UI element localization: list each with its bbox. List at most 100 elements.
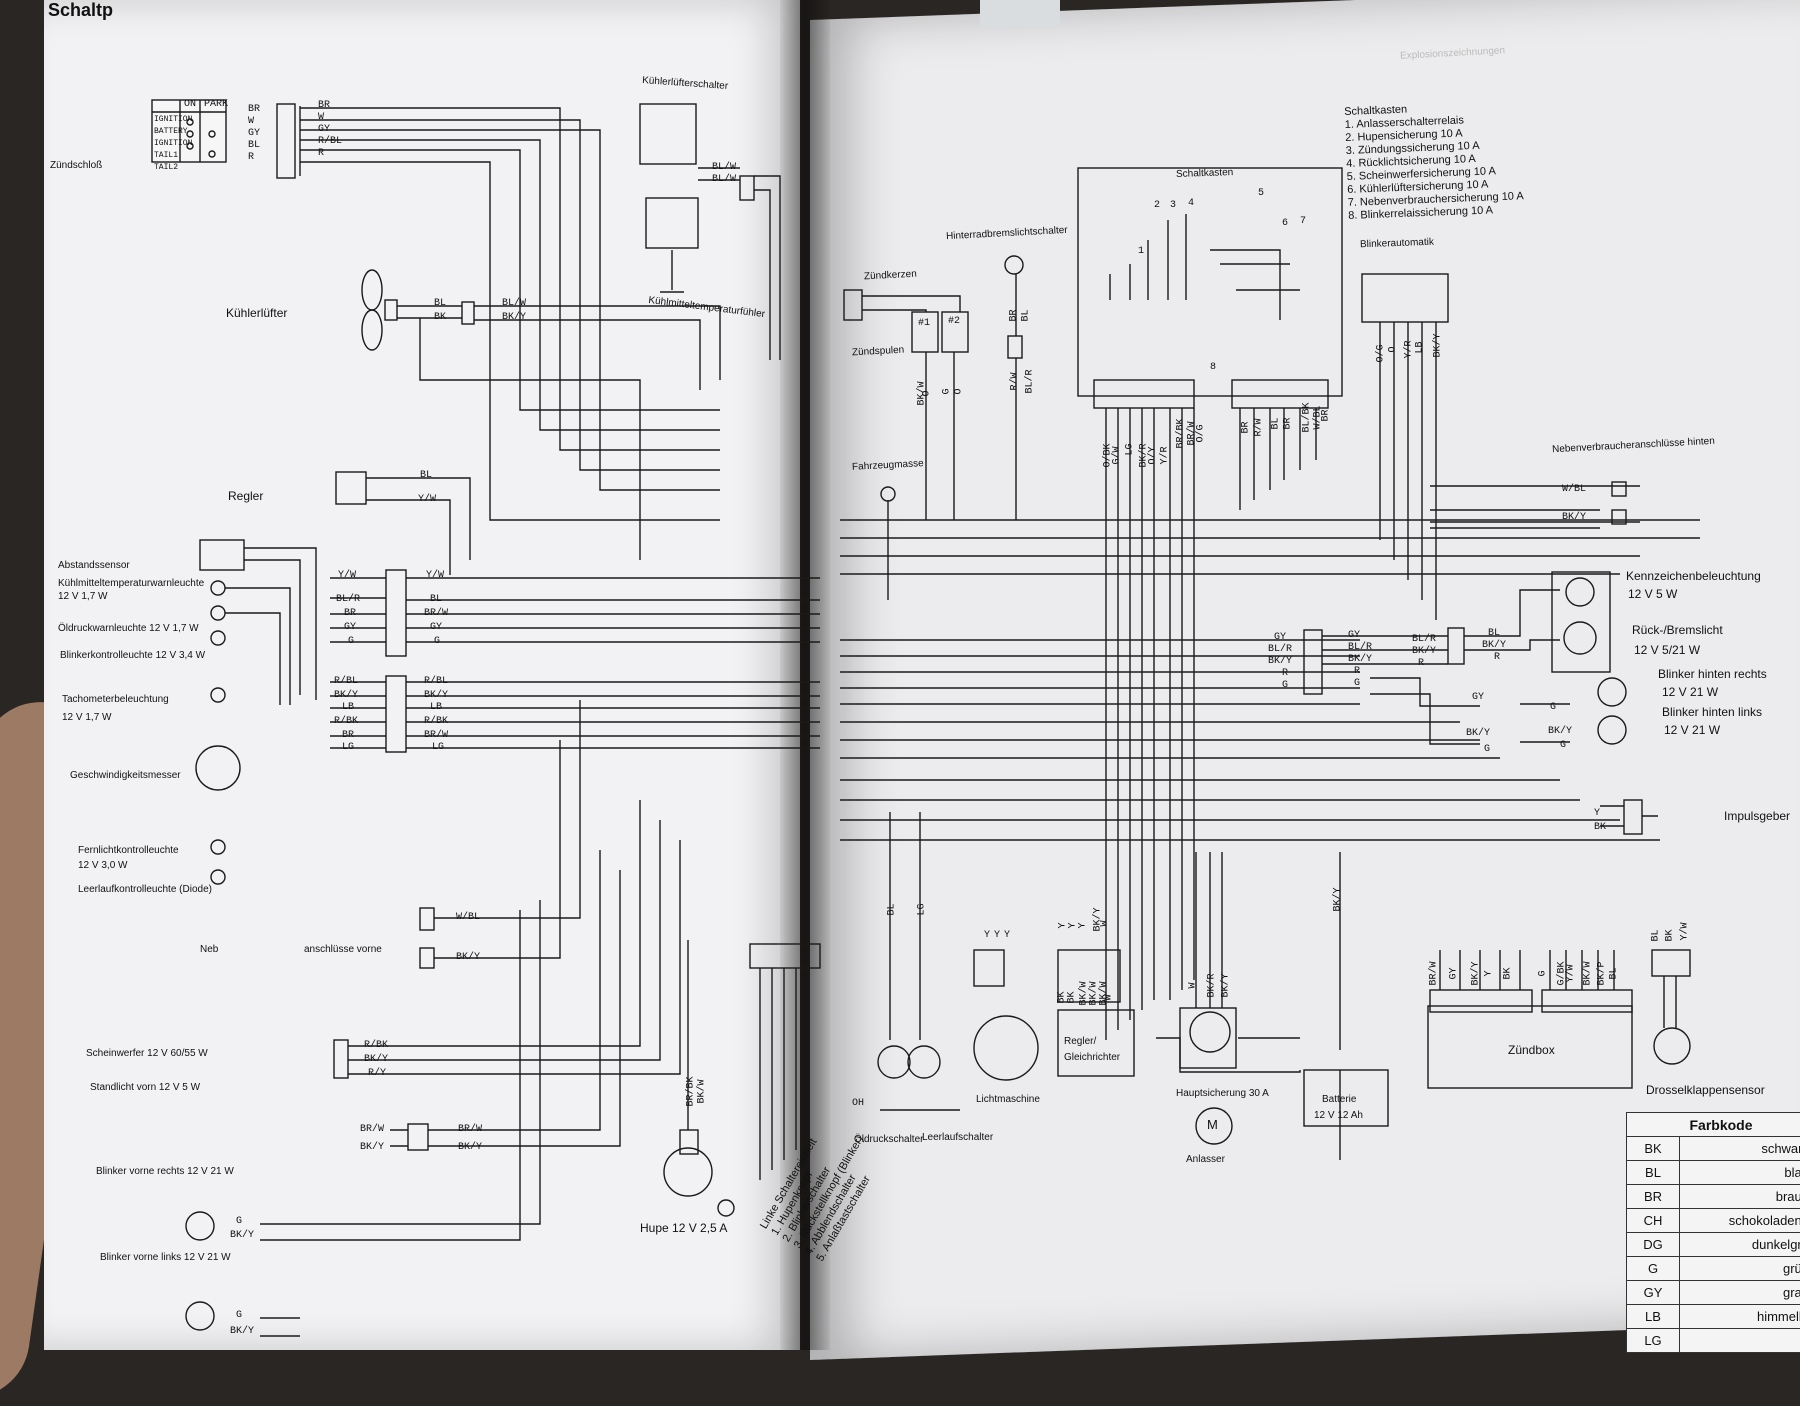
turn-front-right-label: Blinker vorne rechts 12 V 21 W xyxy=(96,1166,234,1178)
conn-a-r-1: Y/W xyxy=(426,570,444,581)
code-cell: BR xyxy=(1627,1185,1680,1209)
rear-conn-r-2: BL/R xyxy=(1348,642,1372,653)
generator-label: Lichtmaschine xyxy=(976,1094,1040,1106)
conn-b-l-6: LG xyxy=(342,742,354,753)
pulse-wire-2: BK xyxy=(1594,822,1606,833)
fuse-box-title: Schaltkasten xyxy=(1176,167,1234,180)
turn-front-left-label: Blinker vorne links 12 V 21 W xyxy=(100,1252,231,1264)
turn-rear-wire-4: BK/Y xyxy=(1548,726,1572,737)
color-code-table: Farbkode BKschwarz BLblau BRbraun CHscho… xyxy=(1626,1112,1800,1353)
throttle-wire-2: BK xyxy=(1665,929,1676,941)
fb-wire-a5: O/Y xyxy=(1148,446,1159,464)
color-name-cell: braun xyxy=(1680,1185,1800,1209)
color-name-cell: schokoladenb xyxy=(1680,1209,1800,1233)
headlight-wire-3: R/Y xyxy=(368,1068,386,1079)
fb-wire-a9: O/G xyxy=(1196,424,1207,442)
fuse-marker-5: 5 xyxy=(1258,188,1264,199)
turn-rear-wire-6: G xyxy=(1560,740,1566,751)
distance-sensor-label: Abstandssensor xyxy=(58,560,130,572)
coil-wire-3: G xyxy=(942,388,953,394)
color-code-title: Farbkode xyxy=(1627,1113,1800,1137)
rear-conn-l-3: BK/Y xyxy=(1268,656,1292,667)
ign-out-5: R xyxy=(318,148,324,159)
blinker-wire-1: O/G xyxy=(1376,344,1387,362)
fb-wire-a7: BR/BK xyxy=(1176,418,1187,448)
code-cell: G xyxy=(1627,1257,1680,1281)
tacho-light-label: Tachometerbeleuchtung xyxy=(62,694,169,706)
pair-wire-l1: BR/W xyxy=(360,1124,384,1135)
ib-wire-9: BK/W xyxy=(1583,961,1594,985)
ign-wire-4: BL xyxy=(248,140,260,151)
ign-wire-3: GY xyxy=(248,128,260,139)
coil-wire-2: O xyxy=(922,390,933,396)
main-fuse-wire-2: BK/R xyxy=(1207,973,1218,997)
conn-a-l-3: BR xyxy=(344,608,356,619)
warning-light-1-rating: 12 V 1,7 W xyxy=(58,591,107,603)
rear-conn-l-1: GY xyxy=(1274,632,1286,643)
conn-a-l-1: Y/W xyxy=(338,570,356,581)
rr-top-5: W xyxy=(1100,920,1111,926)
rear-conn-l-4: R xyxy=(1282,668,1288,679)
starter-symbol: M xyxy=(1207,1118,1218,1133)
ib-wire-6: G xyxy=(1538,970,1549,976)
conn-b-r-1: R/BL xyxy=(424,676,448,687)
turn-fl-wire-1: G xyxy=(236,1310,242,1321)
conn-b-l-5: BR xyxy=(342,730,354,741)
aux-front-wire-2: BK/Y xyxy=(456,952,480,963)
horn-label: Hupe 12 V 2,5 A xyxy=(640,1222,727,1236)
ignition-box-label: Zündbox xyxy=(1508,1044,1555,1058)
aux-front-label-a: Neb xyxy=(200,944,218,956)
code-cell: LB xyxy=(1627,1305,1680,1329)
fan-wire-1: BL xyxy=(434,298,446,309)
conn-a-l-4: GY xyxy=(344,622,356,633)
headlight-wire-2: BK/Y xyxy=(364,1054,388,1065)
aux-front-label-b: anschlüsse vorne xyxy=(304,944,382,956)
color-name-cell: schwarz xyxy=(1680,1137,1800,1161)
tacho-light-rating: 12 V 1,7 W xyxy=(62,712,111,724)
conn-b-l-3: LB xyxy=(342,702,354,713)
wiring-diagram xyxy=(0,0,1800,1350)
fuse-marker-3: 3 xyxy=(1170,200,1176,211)
ib-wire-8: Y/W xyxy=(1566,964,1577,982)
turn-fr-wire-2: BK/Y xyxy=(230,1230,254,1241)
conn-b-l-2: BK/Y xyxy=(334,690,358,701)
throttle-wire-3: Y/W xyxy=(1680,922,1691,940)
conn-b-r-5: BR/W xyxy=(424,730,448,741)
spark-coil-symbols xyxy=(844,290,968,600)
warning-light-3: Blinkerkontrolleuchte 12 V 3,4 W xyxy=(60,650,205,662)
rear-brake-out-2: BL/R xyxy=(1025,369,1036,393)
pulse-wire-1: Y xyxy=(1594,808,1600,819)
coil-id-1: #1 xyxy=(918,318,930,329)
fb-wire-a6: Y/R xyxy=(1160,446,1171,464)
fuse-marker-8: 8 xyxy=(1210,362,1216,373)
conn-a-l-5: G xyxy=(348,636,354,647)
tail-wire-1: BL xyxy=(1488,628,1500,639)
battery-wire: BK/Y xyxy=(1333,887,1344,911)
ign-out-4: R/BL xyxy=(318,136,342,147)
rear-brake-wire-1: BR xyxy=(1009,309,1020,321)
neutral-light-label: Leerlaufkontrolleuchte (Diode) xyxy=(78,884,212,896)
page-header-fragment: Schaltp xyxy=(48,0,113,21)
pulse-generator-label: Impulsgeber xyxy=(1724,810,1790,824)
fan-out-1: BL/W xyxy=(502,298,526,309)
ign-wire-2: W xyxy=(248,116,254,127)
blinker-wire-2: O xyxy=(1388,346,1399,352)
throttle-wire-1: BL xyxy=(1651,929,1662,941)
gen-wire-1: Y xyxy=(984,930,990,941)
table-row: GYgrau xyxy=(1627,1281,1800,1305)
code-cell: GY xyxy=(1627,1281,1680,1305)
fb-wire-b2: R/W xyxy=(1254,418,1265,436)
warning-light-2: Öldruckwarnleuchte 12 V 1,7 W xyxy=(58,623,199,635)
ign-row-2: BATTERY xyxy=(154,127,188,136)
rear-brake-wire-2: BL xyxy=(1021,309,1032,321)
ign-wire-5: R xyxy=(248,152,254,163)
main-fuse-wire-1: W xyxy=(1188,982,1199,988)
color-name-cell: blau xyxy=(1680,1161,1800,1185)
blinker-wire-4: LB xyxy=(1415,341,1426,353)
main-fuse-label: Hauptsicherung 30 A xyxy=(1176,1088,1269,1100)
rear-out-2: BK/Y xyxy=(1412,646,1436,657)
fan-switch-wire-2: BL/W xyxy=(712,174,736,185)
headlight-wire-1: R/BK xyxy=(364,1040,388,1051)
fan-switch-symbol xyxy=(640,104,780,360)
code-cell: LG xyxy=(1627,1329,1680,1353)
